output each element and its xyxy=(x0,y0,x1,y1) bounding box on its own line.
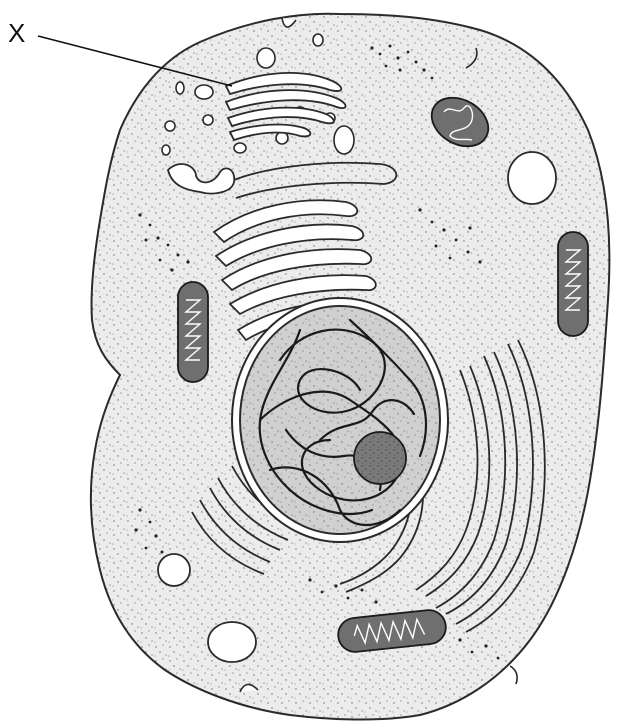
nucleus xyxy=(232,298,448,542)
pointer-label-x: X xyxy=(8,18,25,49)
nucleolus xyxy=(354,432,406,484)
